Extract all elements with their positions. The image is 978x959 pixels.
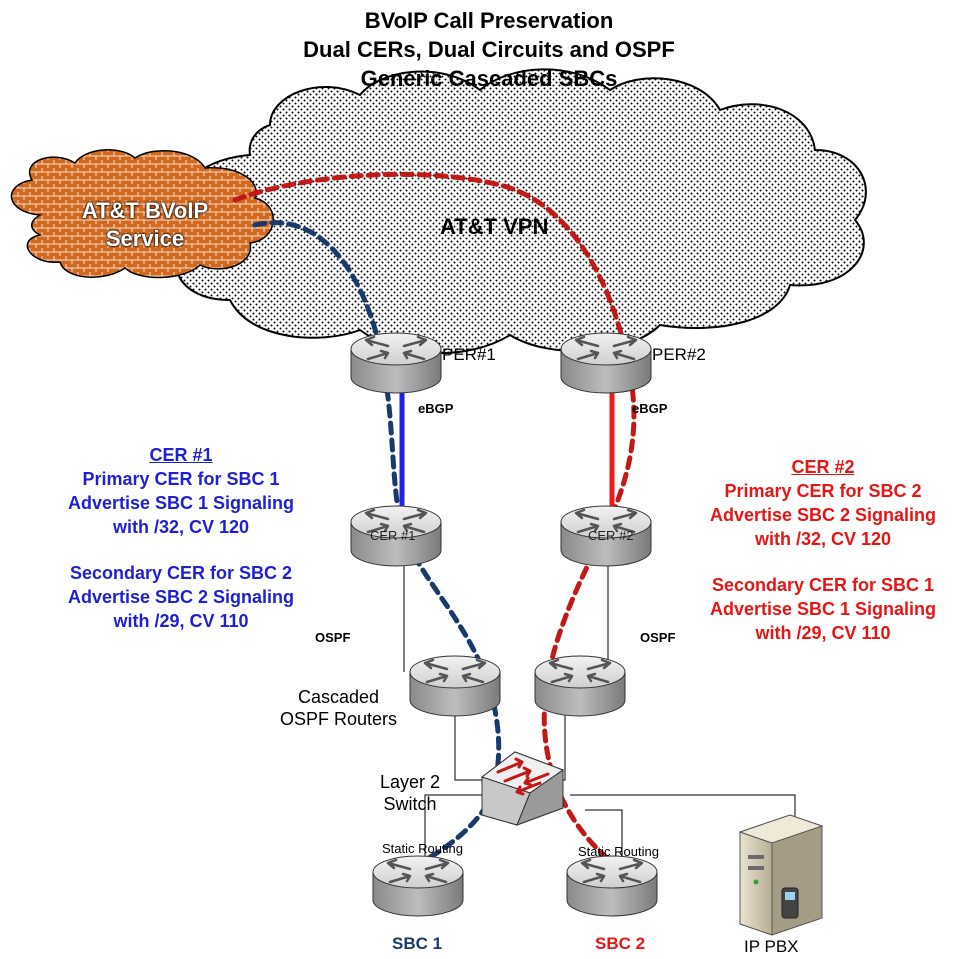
vpn-cloud-label: AT&T VPN: [440, 214, 549, 239]
ospf-left-label: OSPF: [315, 630, 351, 645]
ebgp-left-label: eBGP: [418, 401, 454, 416]
cer1-secondary-text: Secondary CER for SBC 2 Advertise SBC 2 …: [67, 563, 295, 631]
call-path-sbc1: [252, 220, 502, 878]
sbc2-router[interactable]: [565, 854, 659, 918]
bvoip-service-line2: Service: [105, 226, 185, 251]
ospf-right-label: OSPF: [640, 630, 676, 645]
per2-router[interactable]: [559, 331, 653, 395]
link-switch-pbx: [570, 794, 796, 825]
bvoip-service-label: AT&T BVoIP Service: [30, 197, 260, 253]
link-switch-sbc1: [424, 794, 495, 860]
cer2-secondary-text: Secondary CER for SBC 1 Advertise SBC 1 …: [709, 575, 937, 643]
vpn-cloud: [175, 68, 867, 355]
layer2-switch-label: Layer 2 Switch: [380, 772, 441, 814]
cer1-label: CER #1: [370, 528, 416, 543]
per2-label: PER#2: [652, 345, 706, 364]
cascaded-routers-label: Cascaded OSPF Routers: [280, 687, 398, 729]
static-routing-left-label: Static Routing: [382, 841, 463, 856]
per1-router[interactable]: [349, 331, 443, 395]
cer1-info-heading: CER #1: [149, 445, 213, 465]
diagram-title: BVoIP Call Preservation Dual CERs, Dual …: [303, 8, 675, 91]
cer2-primary-text: Primary CER for SBC 2 Advertise SBC 2 Si…: [709, 481, 937, 549]
cer1-primary-text: Primary CER for SBC 1 Advertise SBC 1 Si…: [67, 469, 295, 537]
cer2-info-box: CER #2 Primary CER for SBC 2 Advertise S…: [668, 455, 978, 645]
static-routing-right-label: Static Routing: [578, 844, 659, 859]
cer2-label: CER #2: [588, 528, 634, 543]
cer2-info-heading: CER #2: [791, 457, 855, 477]
ip-pbx-server-icon[interactable]: [738, 814, 824, 936]
ip-pbx-label: IP PBX: [744, 937, 799, 956]
sbc1-router[interactable]: [371, 854, 465, 918]
bvoip-service-line1: AT&T BVoIP: [81, 198, 209, 223]
link-switch-sbc2: [585, 809, 623, 860]
per1-label: PER#1: [442, 345, 496, 364]
call-path-sbc2: [232, 171, 637, 868]
sbc2-label: SBC 2: [595, 934, 646, 953]
link-cascaded-switch-left: [454, 705, 490, 781]
sbc1-label: SBC 1: [392, 934, 443, 953]
cer1-info-box: CER #1 Primary CER for SBC 1 Advertise S…: [26, 443, 336, 633]
layer2-switch[interactable]: [480, 751, 565, 826]
cascaded-router-left[interactable]: [408, 654, 502, 718]
cascaded-router-right[interactable]: [533, 654, 627, 718]
ebgp-right-label: eBGP: [632, 401, 668, 416]
